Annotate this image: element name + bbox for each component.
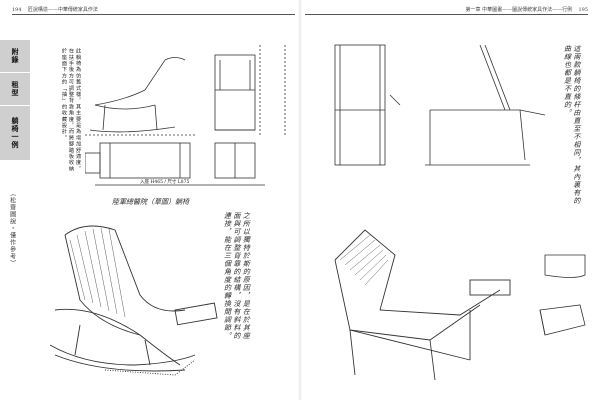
side-tab: 附錄 租型 躺椅一例 [0, 40, 30, 161]
technical-drawing-deck-chair [334, 44, 546, 166]
deck-chair-sketch-icon [334, 229, 511, 381]
dimension-label: 入座 H465 / 尺寸 L875 [140, 180, 190, 185]
caption-top: 此躺椅為仿舊式樣，其主要是為增加舒適度，在扶手後方可調整背靠角度，而將腳踏板收納… [61, 48, 82, 172]
right-top-note: 這兩款躺椅的條杆由直至不相同，其內裏有的曲線也都是不直的。 [563, 45, 581, 205]
left-header-rule [12, 14, 295, 15]
left-page-title: 匠說構造——中華傳統家具作法 [27, 7, 98, 13]
joint-detail-sketch-icon [539, 254, 586, 336]
rocking-chair-sketch-icon [49, 225, 218, 376]
side-tab-item-appendix: 附錄 [0, 40, 30, 73]
technical-drawing-recliner [85, 45, 286, 186]
left-mid-body: 之所以獨特於斯的原因，是在於其座面與可調整背靠的結構，沒有斜料的連接，能在三個角… [223, 212, 251, 340]
right-page-title: 第一章 中華圖畫——圖說傳統家具作法——行例 [465, 7, 573, 13]
left-page-number: 194 [12, 7, 22, 13]
left-page-header: 194 匠說構造——中華傳統家具作法 [12, 6, 98, 13]
right-page-header: 第一章 中華圖畫——圖說傳統家具作法——行例 195 [466, 6, 589, 13]
side-tab-item-recliner: 躺椅一例 [0, 106, 30, 161]
right-page-number: 195 [578, 7, 588, 13]
book-gutter [298, 0, 302, 400]
bracket-note: （松齋圖說‧僅作參考） [8, 190, 16, 267]
right-header-rule [305, 14, 588, 15]
side-tab-item-type: 租型 [0, 73, 30, 106]
left-mid-title: 陸軍總醫院（草圖）躺椅 [112, 198, 189, 206]
